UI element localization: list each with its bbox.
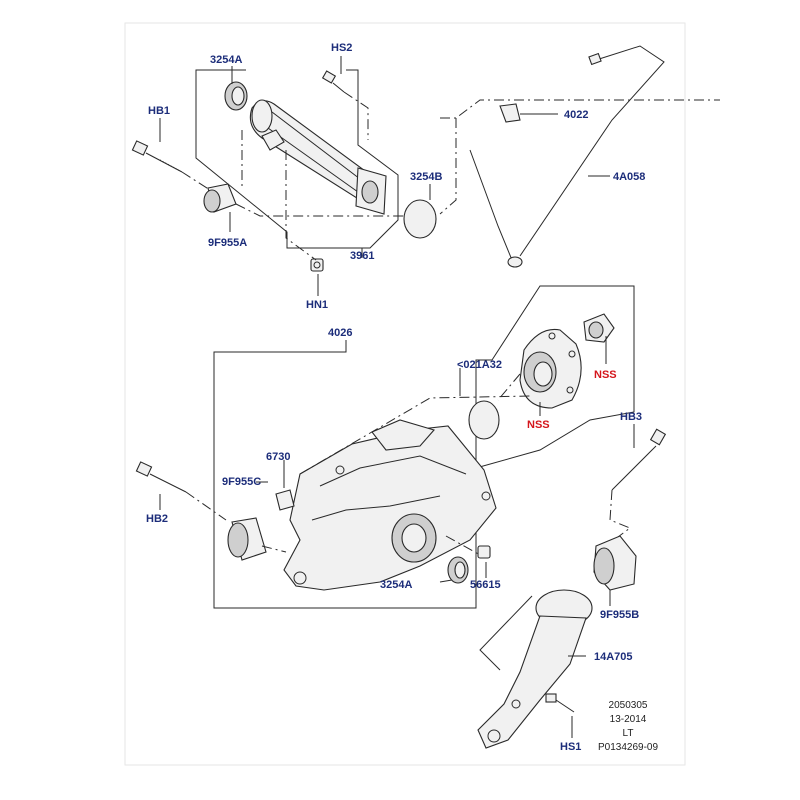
plug-56615 <box>477 545 491 559</box>
label-nss-upper: NSS <box>594 369 617 381</box>
label-hs1: HS1 <box>560 741 581 753</box>
seal-3254a-top <box>224 81 248 111</box>
label-9f955c: 9F955C <box>222 476 261 488</box>
mount-bracket-outline <box>479 595 533 671</box>
driveshaft-group <box>131 69 437 272</box>
bolt-hs1 <box>545 693 575 713</box>
label-3961: 3961 <box>350 250 374 262</box>
label-9f955a: 9F955A <box>208 237 247 249</box>
shaft-3961 <box>249 99 387 215</box>
label-56615: 56615 <box>470 579 501 591</box>
reference-date: 13-2014 <box>610 714 647 725</box>
label-hb3: HB3 <box>620 411 642 423</box>
breather-pipe-group <box>439 45 720 268</box>
label-3254a-bottom: 3254A <box>380 579 412 591</box>
differential-4026 <box>283 419 497 591</box>
reference-part-code: P0134269-09 <box>598 742 658 753</box>
label-hb1: HB1 <box>148 105 170 117</box>
driveshaft-group-bracket <box>195 69 399 249</box>
label-hn1: HN1 <box>306 299 328 311</box>
bolt-hs2 <box>321 70 345 93</box>
diff-group-box <box>213 285 635 609</box>
oring-021a32 <box>468 400 500 440</box>
mount-bracket-14a705 <box>477 589 593 749</box>
bolt-hb2 <box>135 461 187 493</box>
label-hs2: HS2 <box>331 42 352 54</box>
label-4022: 4022 <box>564 109 588 121</box>
nut-hn1 <box>310 258 324 272</box>
bush-6730 <box>275 489 295 511</box>
nut-nss <box>583 313 615 343</box>
oring-3254b <box>403 199 437 239</box>
bolt-hb1 <box>131 140 183 173</box>
label-nss-lower: NSS <box>527 419 550 431</box>
diagram-panel <box>124 22 686 766</box>
label-4026: 4026 <box>328 327 352 339</box>
leader-lines <box>159 56 635 738</box>
flange-nss <box>519 328 582 409</box>
bush-9f955a <box>203 183 237 213</box>
label-021a32: <021A32 <box>457 359 502 371</box>
label-3254b: 3254B <box>410 171 442 183</box>
label-6730: 6730 <box>266 451 290 463</box>
reference-market: LT <box>623 728 634 739</box>
bush-9f955c <box>227 517 267 561</box>
bush-9f955b <box>593 535 637 591</box>
connector-4022 <box>499 103 521 123</box>
reference-number: 2050305 <box>609 700 648 711</box>
label-3254a-top: 3254A <box>210 54 242 66</box>
bolt-hb3 <box>611 428 667 491</box>
label-14a705: 14A705 <box>594 651 633 663</box>
label-4a058: 4A058 <box>613 171 645 183</box>
seal-3254a-bottom <box>447 556 469 584</box>
label-9f955b: 9F955B <box>600 609 639 621</box>
label-hb2: HB2 <box>146 513 168 525</box>
